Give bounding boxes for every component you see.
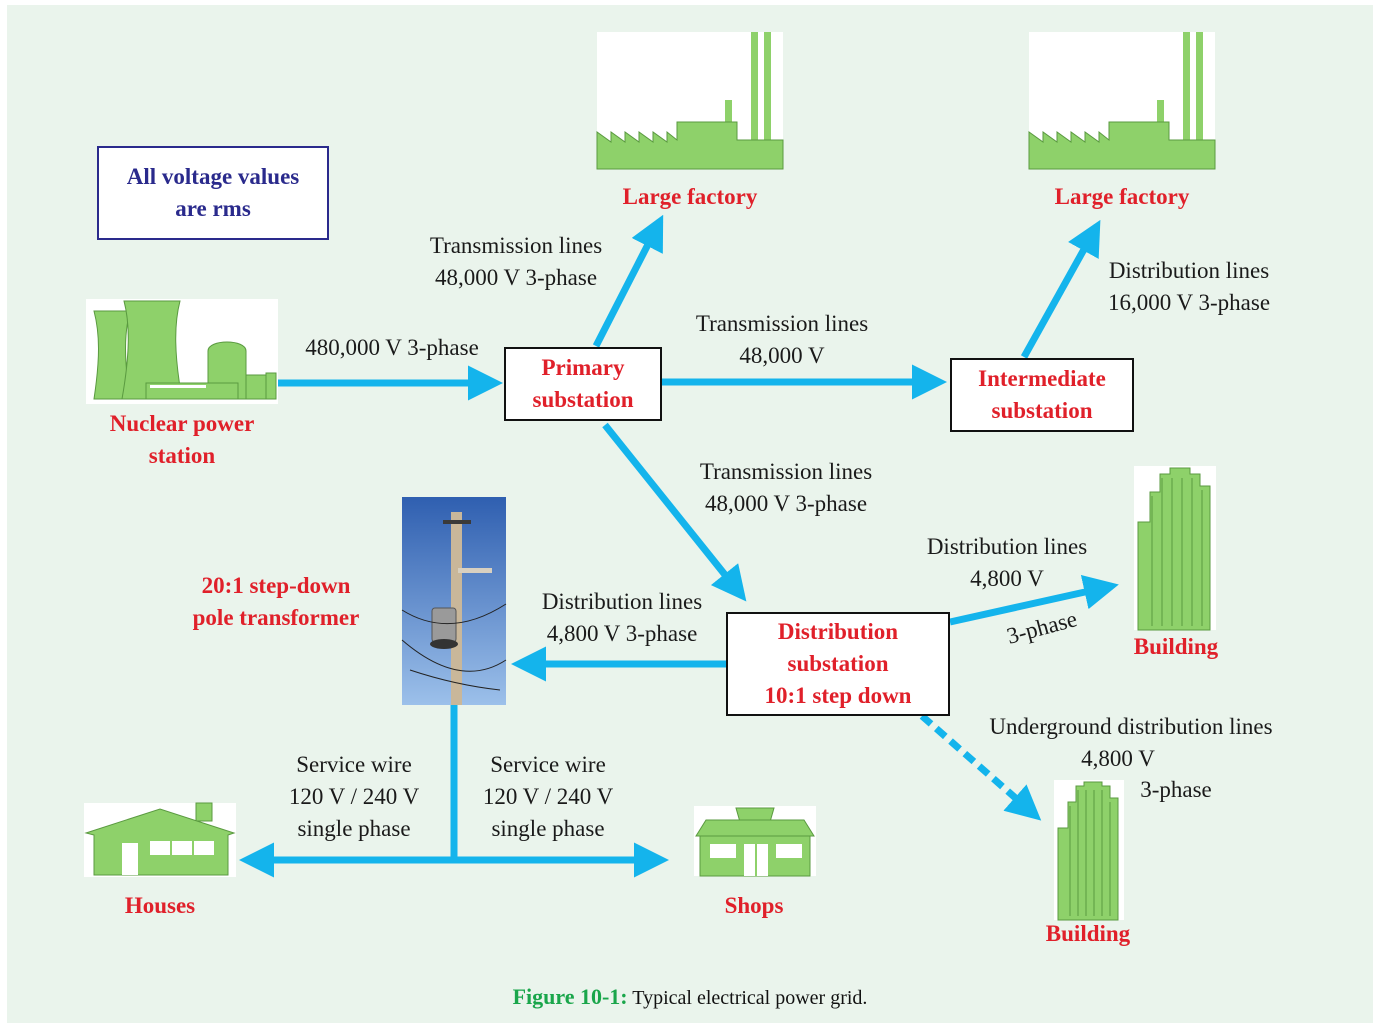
figure-caption-text: Typical electrical power grid. [627, 987, 868, 1009]
arrow-primary-distribution [602, 422, 747, 602]
figure-number: Figure 10-1: [512, 984, 628, 1009]
houses-label: Houses [124, 893, 196, 918]
edge-label-intermediate-factory: Distribution lines 16,000 V 3-phase [1107, 258, 1271, 315]
box-line: substation [787, 651, 889, 676]
arrow-distribution-building [949, 574, 1119, 626]
pole-transformer-label: 20:1 step-down pole transformer [192, 573, 360, 630]
edge-label-primary-distribution: Transmission lines 48,000 V 3-phase [699, 459, 873, 516]
edge-label-underground-phase: 3-phase [1140, 777, 1212, 802]
edge-label-service-shops: Service wire 120 V / 240 V single phase [482, 752, 614, 841]
note-line: are rms [175, 196, 251, 221]
factory-label: Large factory [622, 184, 758, 209]
arrow-underground [919, 713, 1042, 821]
arrow-primary-factory [592, 214, 664, 348]
edge-label-service-houses: Service wire 120 V / 240 V single phase [288, 752, 420, 841]
shop-icon [694, 806, 816, 877]
building-label: Building [1045, 921, 1131, 946]
box-line: substation [532, 387, 634, 412]
building-label: Building [1133, 634, 1219, 659]
distribution-substation-box: Distribution substation 10:1 step down [726, 612, 950, 716]
shops-label: Shops [724, 893, 784, 918]
box-line: Intermediate [978, 366, 1106, 391]
edge-label-distribution-pole: Distribution lines 4,800 V 3-phase [541, 589, 703, 646]
building-icon [1054, 780, 1124, 921]
edge-label-primary-factory: Transmission lines 48,000 V 3-phase [429, 233, 603, 290]
nuclear-label: Nuclear power station [109, 411, 255, 468]
note-line: All voltage values [126, 164, 300, 189]
box-line: Distribution [777, 619, 899, 644]
intermediate-substation-box: Intermediate substation [950, 358, 1134, 432]
rms-note: All voltage values are rms [97, 146, 329, 240]
edge-label-underground: Underground distribution lines [989, 714, 1273, 739]
factory-icon [596, 32, 784, 170]
building-icon [1134, 466, 1216, 631]
house-icon [84, 802, 236, 877]
figure-caption: Figure 10-1: Typical electrical power gr… [0, 984, 1380, 1010]
box-line: 10:1 step down [764, 683, 912, 708]
nuclear-plant-icon [86, 299, 278, 404]
pole-transformer-photo [401, 497, 507, 705]
edge-label-underground-voltage: 4,800 V [1081, 746, 1155, 771]
edge-label-nuclear-primary: 480,000 V 3-phase [305, 335, 479, 360]
arrow-intermediate-factory [1020, 219, 1101, 359]
primary-substation-box: Primary substation [504, 347, 662, 421]
factory-label: Large factory [1054, 184, 1190, 209]
factory-icon [1028, 32, 1216, 170]
edge-label-distribution-building: Distribution lines 4,800 V [926, 534, 1088, 591]
edge-label-primary-intermediate: Transmission lines 48,000 V [695, 311, 869, 368]
box-line: substation [991, 398, 1093, 423]
box-line: Primary [541, 355, 625, 380]
